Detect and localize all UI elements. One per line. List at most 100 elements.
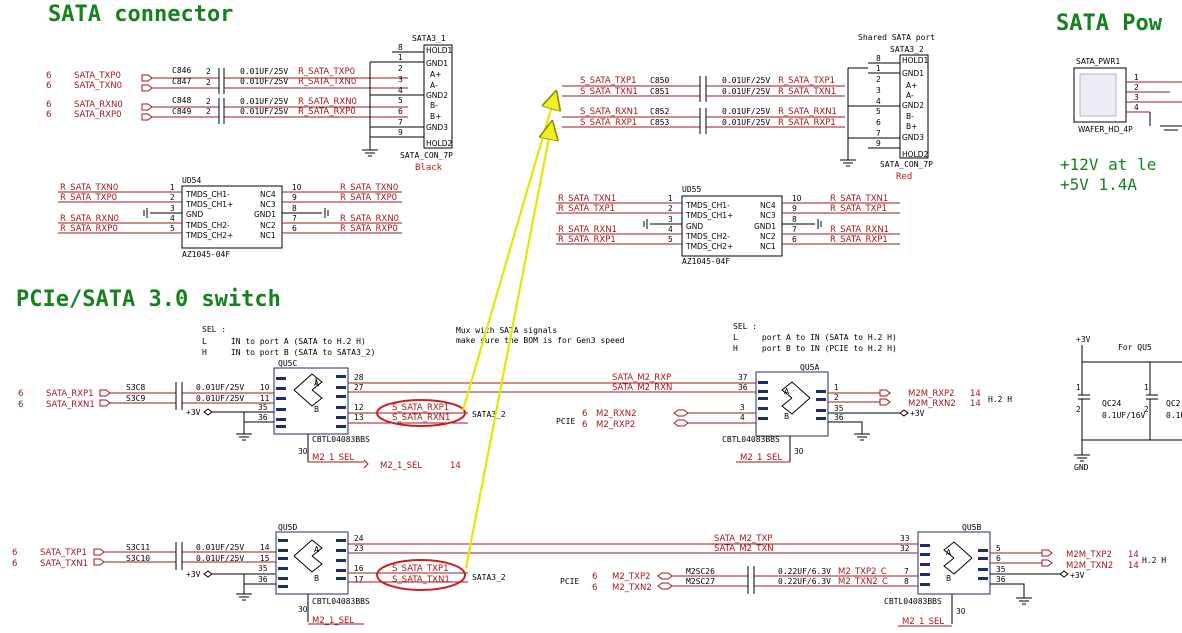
qu5b-switch: QU5B A B 33 32 PCIE 6 M2_TXP2 6 M2_TXN2 … <box>560 523 1166 627</box>
power-note-5v: +5V 1.4A <box>1060 175 1137 194</box>
pin-name: TMDS_CH2+ <box>185 231 233 240</box>
pin-name: B- <box>906 112 914 121</box>
wire <box>224 77 408 118</box>
pin-number: 4 <box>876 97 881 106</box>
power-connector-pins <box>1079 73 1117 117</box>
cap-refdes: S3C8 <box>126 383 145 392</box>
pin-name: HOLD1 <box>426 46 452 55</box>
pin-name: B- <box>430 101 438 110</box>
sel-note-l: L IN to port A (SATA to H.2 H) <box>202 337 366 346</box>
pin-number: 7 <box>904 567 909 576</box>
switch-part: CBTL04083BBS <box>312 597 370 606</box>
heading-sata-power: SATA Pow <box>1056 11 1163 36</box>
sheet-ref: 14 <box>450 461 461 471</box>
sel-note-l: L port A to IN (SATA to H.2 H) <box>733 333 897 342</box>
pin-number: 2 <box>876 75 881 84</box>
pcie-label: PCIE <box>556 417 575 426</box>
net-label: SATA_RXN1 <box>46 400 95 410</box>
pin-name: NC4 <box>260 190 276 199</box>
sheet-ref: 14 <box>1128 561 1139 571</box>
power-note-12v: +12V at le <box>1060 155 1156 174</box>
net-label: M2M_RXP2 <box>908 389 955 399</box>
pin-name: GND <box>186 210 203 219</box>
dest-label: SATA3_2 <box>472 410 506 419</box>
pin-name: NC2 <box>760 232 776 241</box>
net-label: S_SATA_TXN1 <box>580 87 638 97</box>
right-sata-connector-block: Shared SATA port S_SATA_TXP1 S_SATA_TXN1… <box>562 33 935 182</box>
port-b-label: B <box>784 412 789 421</box>
pin-name: A- <box>430 81 438 90</box>
vcc-label: +3V <box>1070 571 1085 580</box>
cap-value: 0.01UF/25V <box>196 383 244 392</box>
pin-number: 11 <box>260 394 270 403</box>
pin-number: 2 <box>1076 405 1081 414</box>
pin-name: GND1 <box>426 59 448 68</box>
gnd-label: GND <box>1074 463 1089 472</box>
cap-value: 0.22UF/6.3V <box>778 567 831 576</box>
annotation-arrows <box>461 92 556 569</box>
pin-number: 1 <box>1144 383 1149 392</box>
connector-body <box>423 44 453 149</box>
pin-number: 2 <box>834 393 839 402</box>
cap-refdes: C846 <box>172 66 191 75</box>
ud55-part: AZ1045-04F <box>682 257 730 266</box>
pin-name: TMDS_CH2+ <box>685 242 733 251</box>
pin-number: 5 <box>398 96 403 105</box>
ground-icon <box>143 208 329 218</box>
switch-body <box>273 367 349 435</box>
cap-value: 0.1UF/16V <box>1102 411 1146 420</box>
heading-pcie-sata-switch: PCIe/SATA 3.0 switch <box>16 287 281 312</box>
switch-refdes: QU5C <box>278 359 297 368</box>
pin-number: 6 <box>792 235 797 244</box>
net-label: M2_1_SEL <box>312 616 354 626</box>
net-label: R_SATA_TXN0 <box>298 77 356 87</box>
cap-pin: 2 <box>206 97 211 106</box>
net-label: SATA_RXP0 <box>74 110 122 120</box>
highlight-ellipse <box>376 399 466 427</box>
sheet-ref: 6 <box>46 71 51 81</box>
highlight-ellipse <box>376 559 466 591</box>
sheet-ref: 6 <box>18 389 23 399</box>
pin-number: 28 <box>354 373 364 382</box>
pin-number: 35 <box>834 404 844 413</box>
pin-number: 7 <box>398 118 403 127</box>
wire <box>152 77 219 118</box>
pin-number: 35 <box>258 564 268 573</box>
net-label: SATA_TXN0 <box>74 81 122 91</box>
pin-number: 5 <box>996 544 1001 553</box>
pin-number: 2 <box>1134 83 1139 92</box>
cap-refdes: C847 <box>172 77 191 86</box>
pin-name: TMDS_CH1+ <box>685 211 733 220</box>
net-label: R_SATA_TXP0 <box>60 193 117 203</box>
pin-number: 7 <box>792 225 797 234</box>
cap-refdes: C853 <box>650 118 669 127</box>
pin-number: 37 <box>738 373 748 382</box>
for-qu5-label: For QU5 <box>1118 343 1152 352</box>
wire <box>562 85 845 128</box>
net-label: M2_TXN2 <box>612 583 652 593</box>
arrow-icon <box>464 122 552 569</box>
connector-part: SATA_CON_7P <box>880 160 933 169</box>
net-label: SATA_M2_RXN <box>612 383 672 393</box>
pin-number: 27 <box>354 383 364 392</box>
net-label: S_SATA_TXP1 <box>392 564 449 574</box>
connector-pins: 8 1 2 3 4 5 6 7 9 HOLD1 GND1 A+ A- GND2 … <box>398 43 452 148</box>
cap-refdes: C850 <box>650 76 669 85</box>
port-a-label: A <box>784 387 790 396</box>
connector-refdes: SATA3_2 <box>890 45 924 54</box>
pin-number: 8 <box>792 215 797 224</box>
pin-name: A- <box>906 91 914 100</box>
pin-number: 3 <box>668 215 673 224</box>
pin-number: 23 <box>354 544 364 553</box>
net-label: M2_RXN2 <box>596 409 637 419</box>
net-label: R_SATA_RXN1 <box>558 225 617 235</box>
sata-power-block: SATA_PWR1 WAFER_HD_4P 1 2 3 4 +12V at le… <box>1060 57 1182 472</box>
cap-value: 0.22UF/6.3V <box>778 577 831 586</box>
sel-note-h: H port B to IN (PCIE to H.2 H) <box>733 344 897 353</box>
pin-number: 8 <box>398 43 403 52</box>
pin-number: 30 <box>298 447 308 456</box>
pin-number: 6 <box>876 118 881 127</box>
net-label: M2_1_SEL <box>740 453 782 463</box>
pin-number: 3 <box>170 204 175 213</box>
net-label: R_SATA_TXN1 <box>778 87 836 97</box>
